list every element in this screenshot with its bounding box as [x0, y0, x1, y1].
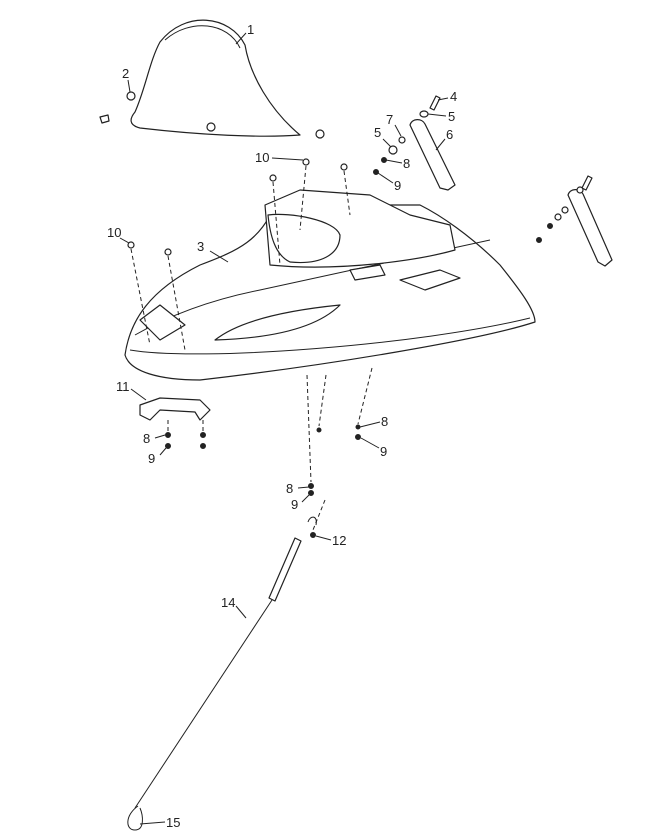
- callout-latch: 12: [332, 533, 346, 548]
- callout-handle: 6: [446, 127, 453, 142]
- callout-4: 4: [450, 89, 457, 104]
- callout-loop: 15: [166, 815, 180, 830]
- callout-8a: 8: [403, 156, 410, 171]
- callout-9c: 9: [380, 444, 387, 459]
- callout-hood: 3: [197, 239, 204, 254]
- cable-part: [127, 516, 317, 831]
- callout-5a: 5: [448, 109, 455, 124]
- callout-8d: 8: [286, 481, 293, 496]
- callout-windshield: 1: [247, 22, 254, 37]
- callout-5b: 5: [374, 125, 381, 140]
- callout-bracket: 11: [116, 379, 130, 394]
- callout-7: 7: [386, 112, 393, 127]
- hood-part: [124, 189, 536, 381]
- callout-8c: 8: [381, 414, 388, 429]
- leader-lines: [119, 32, 449, 825]
- bracket-part: [139, 397, 211, 421]
- fasteners: [127, 95, 593, 538]
- callout-2: 2: [122, 66, 129, 81]
- assembly-lines: [130, 165, 373, 531]
- callouts: 1 2 3 4 5 5 6 7 8 9 10 10 11 8 9 8 9 8 9…: [107, 22, 457, 830]
- windshield-part: [99, 19, 325, 139]
- callout-10a: 10: [255, 150, 269, 165]
- callout-9d: 9: [291, 497, 298, 512]
- callout-9a: 9: [394, 178, 401, 193]
- callout-8b: 8: [143, 431, 150, 446]
- callout-9b: 9: [148, 451, 155, 466]
- callout-10b: 10: [107, 225, 121, 240]
- callout-cable: 14: [221, 595, 235, 610]
- handle-part: [409, 119, 613, 267]
